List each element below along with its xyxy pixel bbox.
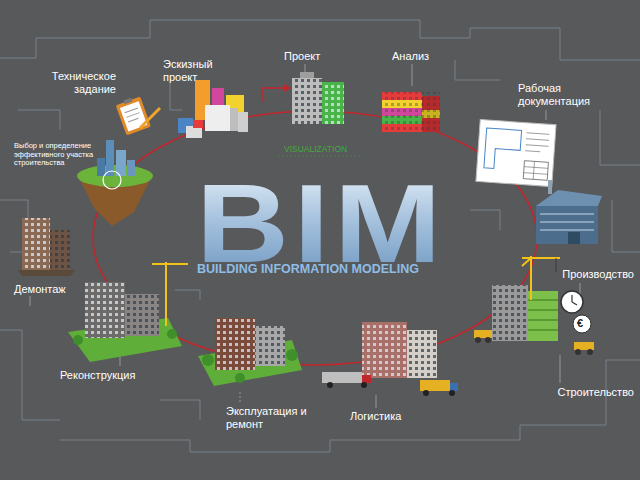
logistics-scene: [322, 322, 458, 396]
demolition-building: [18, 218, 76, 276]
clipboard-icon: [115, 95, 151, 136]
factory-building: [536, 180, 602, 244]
stage-label: Производство: [562, 268, 634, 281]
stage-note: Выбор и определение эффективного участка…: [14, 142, 108, 168]
massing-blocks: [178, 80, 248, 138]
stage-label: Эскизный проект: [163, 58, 225, 83]
leader-lines: [30, 64, 580, 408]
blueprint-sheet: [476, 119, 556, 186]
circuit-lines: [0, 20, 640, 452]
reconstruction-scene: [68, 262, 188, 362]
stage-label: Демонтаж: [14, 283, 66, 296]
stage-label: Анализ: [392, 50, 429, 63]
stage-label: Техническое задание: [40, 70, 116, 95]
analysis-building: [382, 92, 440, 132]
visualization-label: VISUALIZATION: [284, 145, 347, 155]
stage-label: Проект: [284, 50, 320, 63]
stage-label: Строительство: [557, 386, 634, 399]
stage-label: Рабочая документация: [518, 82, 606, 107]
stage-label: Реконструкция: [60, 369, 135, 382]
pencil-icon: [140, 108, 160, 128]
project-building: [262, 72, 344, 124]
stage-label: Логистика: [350, 410, 401, 423]
dotted-line: [278, 156, 360, 157]
bim-subtitle: BUILDING INFORMATION MODELING: [197, 262, 419, 276]
stage-label: Эксплуатация и ремонт: [226, 405, 310, 430]
euro-symbol: €: [577, 317, 583, 330]
exploitation-scene: [198, 318, 302, 386]
